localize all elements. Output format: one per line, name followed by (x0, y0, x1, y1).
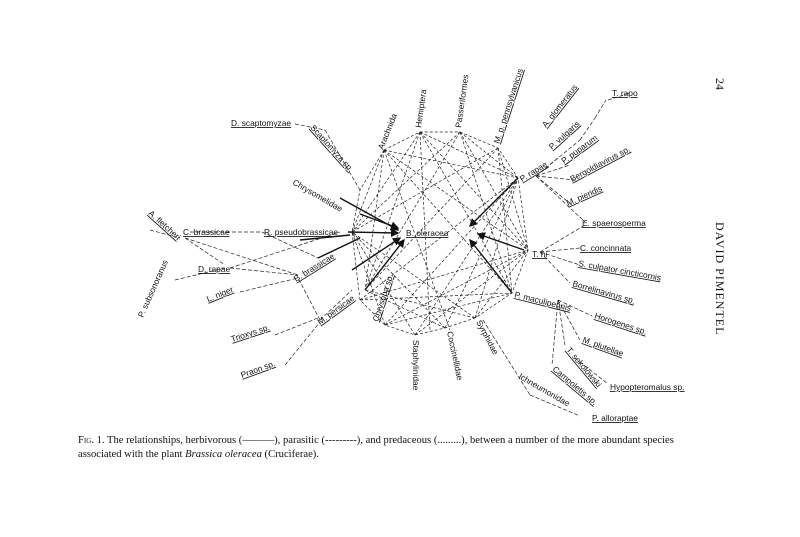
node-b-brassicae: B. brassicae (292, 251, 337, 284)
page-number: 24 (713, 78, 727, 90)
node-r-pseudobrassicae: R. pseudobrassicae (264, 227, 338, 237)
node-borrelinavirus: Borrelinavirus sp. (571, 278, 636, 305)
node-passeriformes: Passeriformes (453, 74, 470, 128)
node-p-maculipennis: P. maculipennis (514, 289, 573, 313)
parasitism-edges (149, 92, 631, 417)
node-hypopteromalus: Hypopteromalus sp. (610, 382, 684, 392)
node-s-culpator: S. culpator cincticornis (578, 258, 662, 282)
caption-text-1: The relationships, herbivorous (———), pa… (78, 435, 674, 460)
predation-edges (351, 131, 529, 336)
node-d-rapae: D. rapae (198, 264, 230, 274)
node-horogenes: Horogenes sp. (593, 310, 648, 336)
caption-plant-name: Brassica oleracea (185, 449, 262, 460)
figure-label: Fig. 1. (78, 435, 105, 446)
node-praon: Praon sp. (239, 358, 276, 380)
node-m-pennsylvanicus: M. p. pennsylvanicus (491, 67, 525, 144)
node-t-ni: T. ni (532, 249, 547, 259)
node-p-alloraptae: P. alloraptae (592, 413, 638, 423)
node-trioxys: Trioxys sp. (230, 322, 271, 344)
node-p-rapae: P. rapae (518, 159, 550, 184)
node-coccinellidae: Coccinellidae (445, 330, 465, 381)
node-m-persicae: M. persicae (315, 293, 356, 327)
node-b-oleracea: B. oleracea (406, 228, 449, 238)
node-d-scaptomyzae: D. scaptomyzae (231, 118, 291, 128)
figure-caption: Fig. 1. The relationships, herbivorous (… (78, 434, 718, 462)
node-staphylinidae: Staphylinidae (411, 340, 421, 391)
node-hemiptera: Hemiptera (413, 88, 428, 128)
herbivory-edges (299, 177, 525, 294)
node-p-subsonoranus: P. subsonoranus (136, 258, 170, 319)
node-arachnida: Arachnida (376, 112, 400, 151)
node-e-spaerosperma: E. spaerosperma (582, 218, 646, 228)
node-chrysomelidae: Chrysomelidae (291, 177, 345, 214)
node-l-niger: L. niger (205, 284, 235, 304)
running-head: DAVID PIMENTEL (713, 222, 727, 336)
node-m-pieridis: M. pieridis (565, 183, 604, 208)
node-m-plutellae: M. plutellae (581, 334, 625, 358)
caption-text-2: (Cruciferae). (264, 449, 319, 460)
node-syrphidae: Syrphidae (474, 318, 501, 356)
node-c-concinnata: C. concinnata (580, 243, 632, 253)
node-a-fletcheri: A. fletcheri (147, 208, 183, 242)
node-scaptomyza: Scaptomyza sp. (309, 123, 356, 174)
node-t-rapo: T. rapo (612, 88, 638, 98)
node-c-brassicae: C. brassicae (183, 227, 230, 237)
